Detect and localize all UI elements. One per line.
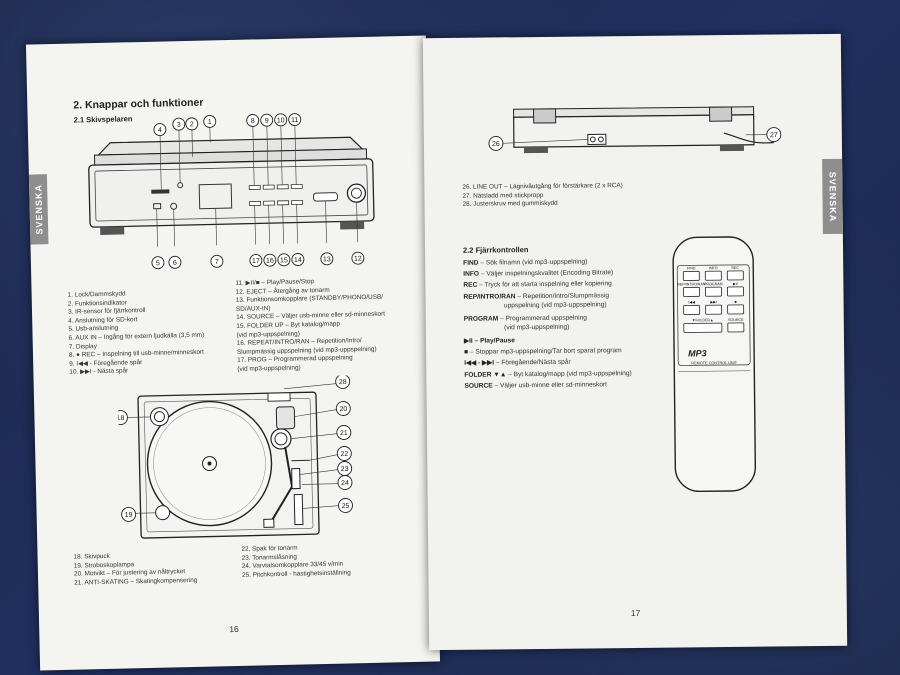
turntable-top-diagram	[126, 383, 339, 539]
callout-label: 27	[770, 132, 778, 139]
remote-button-label: ▶II	[733, 282, 738, 286]
callout-label: 6	[173, 260, 177, 267]
remote-button-label: FIND	[687, 266, 696, 270]
rear-items: 26. LINE OUT – Lägnivåutgång för förstär…	[462, 181, 722, 210]
remote-logo: MP3	[688, 348, 707, 358]
callout-label: 24	[341, 480, 349, 487]
remote-button-label: REC	[731, 266, 739, 270]
language-tab: SVENSKA	[822, 158, 843, 235]
section-heading: 2. Knappar och funktioner	[73, 96, 204, 112]
remote-button-label: ▶▶I	[710, 300, 717, 304]
remote-button-label: REP/INTRO/RAN	[677, 282, 706, 286]
callout-label: 1	[208, 119, 212, 126]
callout-label: 15	[280, 257, 288, 264]
page-number: 16	[229, 623, 239, 635]
top-items-right: 22. Spak för tonarm 23. Tonarmslåsning 2…	[241, 542, 422, 580]
callouts-turntable: 18 19 28 20 21 22 23 24 25	[117, 374, 353, 522]
page-number: 17	[630, 607, 641, 619]
callout-label: 3	[177, 122, 181, 129]
callout-label: 11	[291, 117, 299, 124]
page-16: SVENSKA 2. Knappar och funktioner 2.1 Sk…	[25, 35, 441, 671]
callout-label: 4	[158, 127, 162, 134]
callout-label: 2	[190, 121, 194, 128]
remote-button-label: ■	[734, 300, 736, 304]
callout-label: 12	[354, 256, 362, 263]
callout-label: 17	[252, 258, 260, 265]
callout-label: 23	[341, 466, 349, 473]
callout-label: 22	[340, 451, 348, 458]
callout-label: 8	[251, 118, 255, 125]
language-tab: SVENSKA	[28, 174, 49, 245]
callout-label: 7	[215, 259, 219, 266]
turntable-front-diagram	[88, 120, 375, 249]
remote-button-label: SOURCE	[728, 318, 744, 322]
callout-label: 26	[492, 141, 500, 148]
callout-label: 19	[125, 512, 133, 519]
callout-label: 13	[323, 256, 331, 263]
remote-label: REMOTE CONTROL UNIT	[691, 361, 737, 365]
remote-button-label: PROGRAM	[704, 282, 723, 286]
callout-label: 16	[266, 258, 274, 265]
turntable-rear-diagram: 26 27	[488, 106, 782, 154]
callout-label: 28	[339, 379, 347, 386]
callouts-top: 4 3 2 1 8 9 10 11	[153, 113, 302, 137]
front-items-right: 11. ▶II/■ – Play/Pause/Stop 12. EJECT – …	[235, 276, 427, 375]
callout-label: 25	[342, 503, 350, 510]
list-item: SOURCE – Väljer usb-minne eller sd-minne…	[464, 381, 608, 390]
callout-label: 5	[156, 260, 160, 267]
remote-heading: 2.2 Fjärrkontrollen	[462, 245, 529, 255]
page-17: SVENSKA 26 27 26. LINE OUT – Lägnivåutgå…	[422, 33, 848, 651]
callouts-bottom: 5 6 7 17 16 15 14 13 12	[151, 251, 365, 270]
front-items-left: 1. Lock/Dammskydd 2. Funktionsindikator …	[68, 288, 240, 378]
callout-label: 14	[294, 257, 302, 264]
callout-label: 21	[340, 430, 348, 437]
callout-label: 10	[277, 117, 285, 124]
list-item: uppspelning (vid mp3-uppspelning)	[463, 301, 607, 310]
callout-label: 20	[339, 406, 347, 413]
remote-button-label: INFO	[709, 266, 718, 270]
top-items-left: 18. Skivpuck 19. Stroboskoplampa 20. Mot…	[74, 550, 255, 588]
list-item: (vid mp3-uppspelning)	[463, 323, 570, 332]
list-item: 28. Justerskruv med gummiskydd	[462, 199, 558, 208]
remote-items: FIND – Sök filnamn (vid mp3-uppspelning)…	[463, 255, 694, 391]
callout-label: 9	[265, 118, 269, 125]
remote-button-label: ▼FOLDER▲	[692, 318, 714, 322]
remote-control-diagram: FIND INFO REC REP/INTRO/RAN PROGRAM ▶II …	[672, 236, 757, 493]
callout-label: 18	[118, 415, 125, 422]
remote-button-label: I◀◀	[688, 300, 696, 304]
